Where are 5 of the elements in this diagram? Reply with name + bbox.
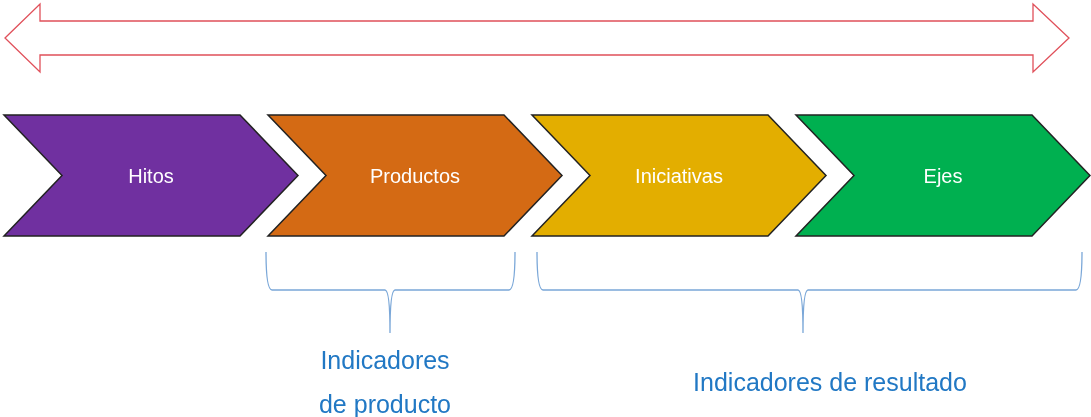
step-label: Ejes — [923, 164, 963, 187]
step-label: Iniciativas — [635, 164, 723, 187]
bracket-caption: Indicadores de resultado — [692, 367, 968, 398]
step-label: Hitos — [128, 164, 174, 187]
step-label: Productos — [369, 164, 461, 187]
